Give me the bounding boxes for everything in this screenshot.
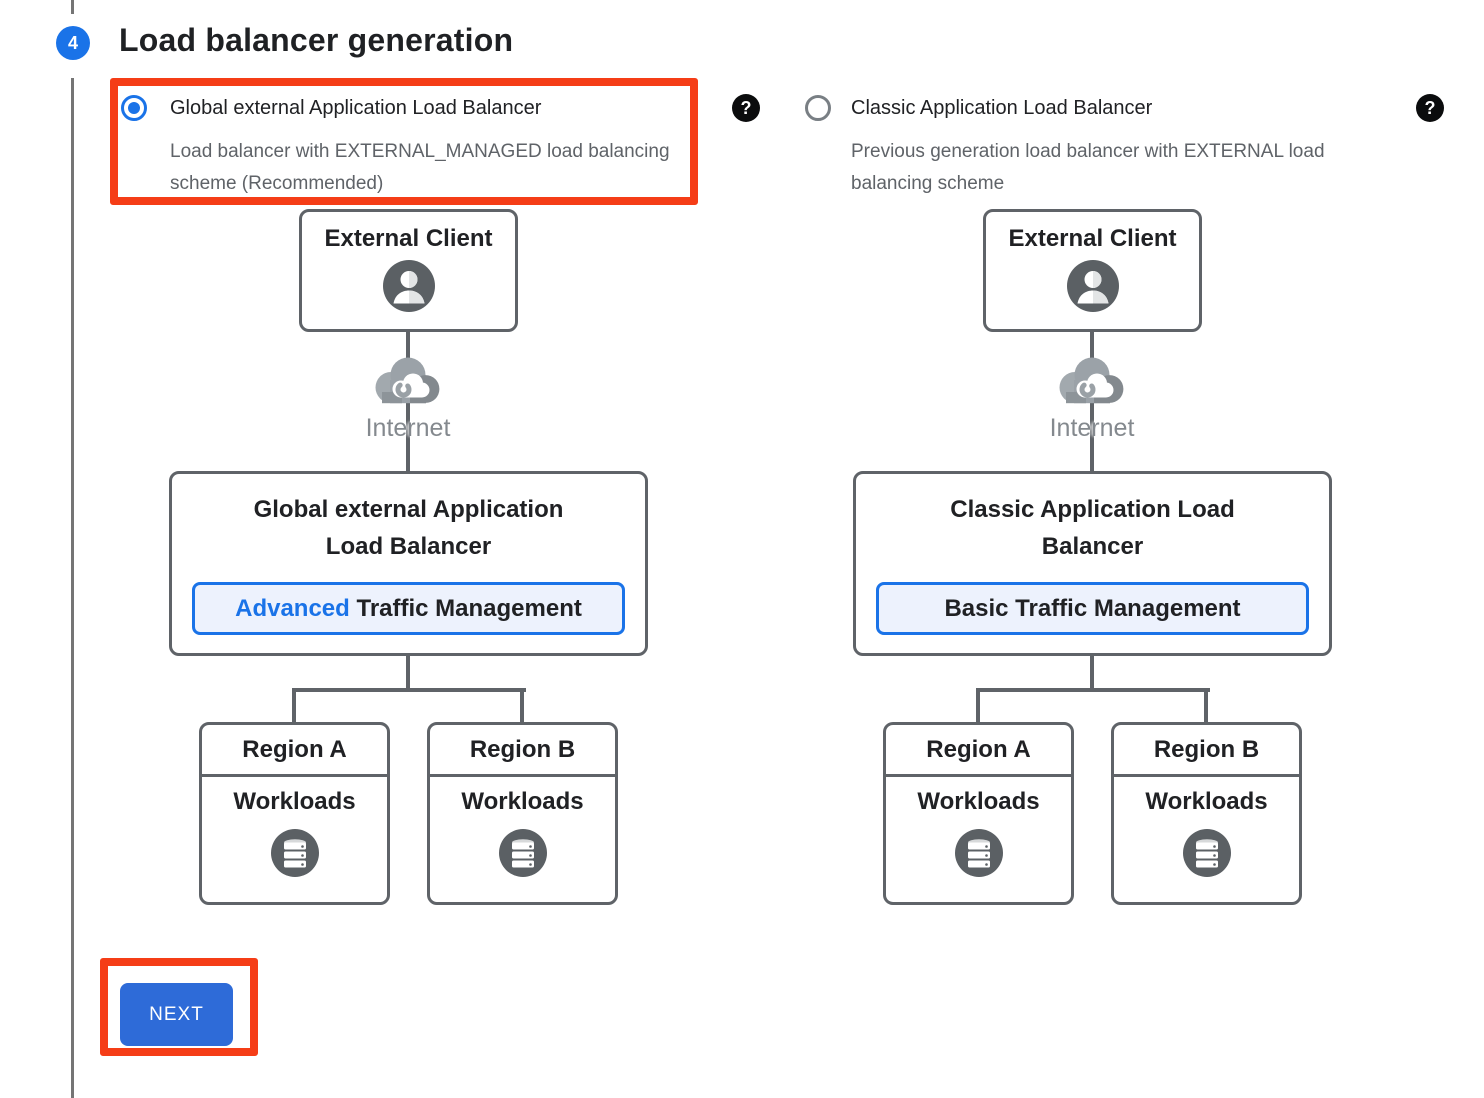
radio-dot (128, 102, 140, 114)
region-body: Workloads (202, 777, 387, 902)
database-icon (954, 829, 1003, 877)
load-balancer-title: Global external Application Load Balance… (254, 491, 564, 565)
internet-label: Internet (365, 414, 451, 442)
load-balancer-title-line2: Balancer (1041, 533, 1144, 560)
option-description-global-external-alb: Load balancer with EXTERNAL_MANAGED load… (170, 141, 670, 194)
external-client-box: External Client (983, 209, 1202, 332)
region-title: Region A (202, 725, 387, 777)
region-a-box: Region A Workloads (199, 722, 390, 905)
external-client-title: External Client (324, 225, 493, 252)
database-icon (1182, 829, 1231, 877)
workloads-label: Workloads (461, 788, 584, 815)
connector-drop-region-a (292, 690, 296, 723)
person-icon (382, 260, 435, 312)
workloads-label: Workloads (1145, 788, 1268, 815)
option-description-classic-alb: Previous generation load balancer with E… (851, 141, 1325, 194)
connector-split-bar (292, 688, 526, 692)
connector-drop-region-b (520, 690, 524, 723)
stepper-connector-top (71, 0, 74, 14)
connector-lb-to-split (1090, 654, 1094, 690)
region-title: Region A (886, 725, 1071, 777)
region-a-box: Region A Workloads (883, 722, 1074, 905)
option-label-global-external-alb[interactable]: Global external Application Load Balance… (170, 97, 542, 119)
load-balancer-title-line1: Global external Application (253, 496, 564, 523)
region-title: Region B (1114, 725, 1299, 777)
stepper-connector-line (71, 78, 74, 1098)
external-client-title: External Client (1008, 225, 1177, 252)
connector-split-bar (976, 688, 1210, 692)
help-glyph: ? (1424, 97, 1436, 118)
region-title: Region B (430, 725, 615, 777)
load-balancer-box: Global external Application Load Balance… (169, 471, 648, 656)
region-body: Workloads (430, 777, 615, 902)
connector-drop-region-b (1204, 690, 1208, 723)
traffic-pill-text: Traffic Management (349, 594, 582, 622)
workloads-label: Workloads (233, 788, 356, 815)
load-balancer-title: Classic Application Load Balancer (950, 491, 1235, 565)
region-b-box: Region B Workloads (427, 722, 618, 905)
traffic-pill-text: Basic Traffic Management (944, 594, 1241, 622)
help-icon[interactable]: ? (1416, 94, 1444, 122)
traffic-pill-highlight: Advanced (235, 594, 350, 622)
external-client-box: External Client (299, 209, 518, 332)
page-title: Load balancer generation (119, 22, 514, 58)
workloads-label: Workloads (917, 788, 1040, 815)
connector-client-to-lb (1090, 330, 1094, 473)
step-number: 4 (67, 32, 78, 53)
database-icon (498, 829, 547, 877)
internet-label: Internet (1049, 414, 1135, 442)
region-body: Workloads (1114, 777, 1299, 902)
region-b-box: Region B Workloads (1111, 722, 1302, 905)
connector-lb-to-split (406, 654, 410, 690)
help-icon[interactable]: ? (732, 94, 760, 122)
help-glyph: ? (740, 97, 752, 118)
connector-drop-region-a (976, 690, 980, 723)
radio-global-external-alb[interactable] (121, 95, 147, 121)
person-icon (1066, 260, 1119, 312)
traffic-management-pill: Basic Traffic Management (876, 582, 1309, 635)
step-number-badge: 4 (56, 26, 90, 60)
option-label-classic-alb[interactable]: Classic Application Load Balancer (851, 97, 1153, 119)
internet-cloud-icon (1054, 356, 1128, 408)
radio-classic-alb[interactable] (805, 95, 831, 121)
database-icon (270, 829, 319, 877)
next-button[interactable]: NEXT (120, 983, 233, 1046)
traffic-management-pill: Advanced Traffic Management (192, 582, 625, 635)
load-balancer-box: Classic Application Load Balancer Basic … (853, 471, 1332, 656)
internet-cloud-icon (370, 356, 444, 408)
connector-client-to-lb (406, 330, 410, 473)
load-balancer-title-line1: Classic Application Load (950, 496, 1235, 523)
load-balancer-title-line2: Load Balancer (325, 533, 492, 560)
region-body: Workloads (886, 777, 1071, 902)
